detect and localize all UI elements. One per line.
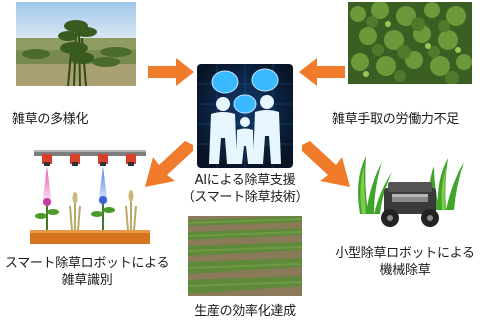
weeding-robot-icon <box>352 150 468 236</box>
camera-rail-icon <box>42 154 136 166</box>
center-subtitle: （スマート除草技術） <box>181 190 309 205</box>
bottom-left-label-1: スマート除草ロボットによる <box>4 256 170 271</box>
arrow-bottom-right <box>302 141 350 187</box>
labor-shortage-photo <box>348 2 472 84</box>
smart-robot-illustration <box>30 146 150 244</box>
center-title: AIによる除草支援 <box>194 173 296 188</box>
arrow-top-left <box>148 58 194 86</box>
top-left-label: 雑草の多様化 <box>12 112 89 127</box>
arrow-bottom-left <box>145 141 193 187</box>
bottom-center-label: 生産の効率化達成 <box>194 304 296 319</box>
bottom-left-label-2: 雑草識別 <box>61 273 113 288</box>
weed-diversity-photo <box>16 2 136 86</box>
efficient-field-photo <box>188 216 302 296</box>
arrow-top-right <box>299 58 345 86</box>
bottom-right-label-2: 機械除草 <box>379 263 431 278</box>
top-right-label: 雑草手取の労働力不足 <box>332 112 460 127</box>
bottom-right-label-1: 小型除草ロボットによる <box>335 246 475 261</box>
ai-brains-people-icon <box>197 64 293 168</box>
